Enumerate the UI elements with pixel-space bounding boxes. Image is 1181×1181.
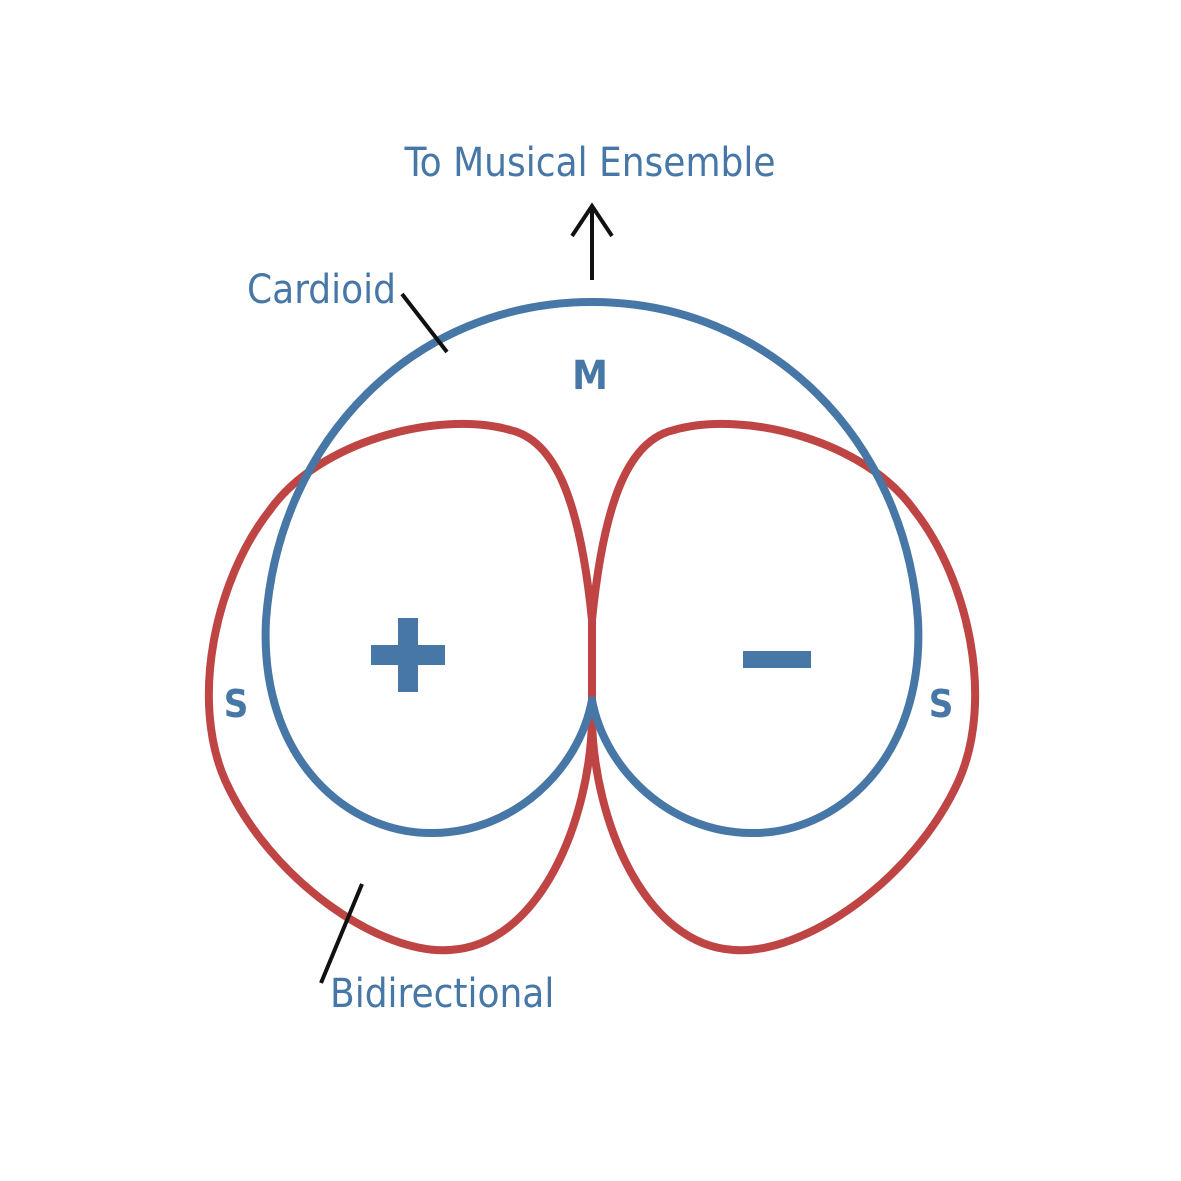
side-right-label: S: [929, 682, 954, 726]
cardioid-label: Cardioid: [247, 267, 396, 313]
cardioid-pattern: [261, 298, 923, 838]
negative-polarity-icon: −: [743, 651, 811, 668]
bidirectional-lobe-left: [204, 420, 596, 955]
bidirectional-leader-line: [319, 883, 364, 984]
mid-label: M: [572, 353, 608, 399]
direction-label: To Musical Ensemble: [404, 140, 776, 186]
up-arrow-icon: [570, 202, 614, 280]
cardioid-leader-line: [400, 292, 449, 354]
bidirectional-lobe-right: [588, 420, 980, 955]
positive-polarity-icon: +: [371, 618, 445, 692]
bidirectional-label: Bidirectional: [330, 971, 554, 1017]
side-left-label: S: [224, 682, 249, 726]
